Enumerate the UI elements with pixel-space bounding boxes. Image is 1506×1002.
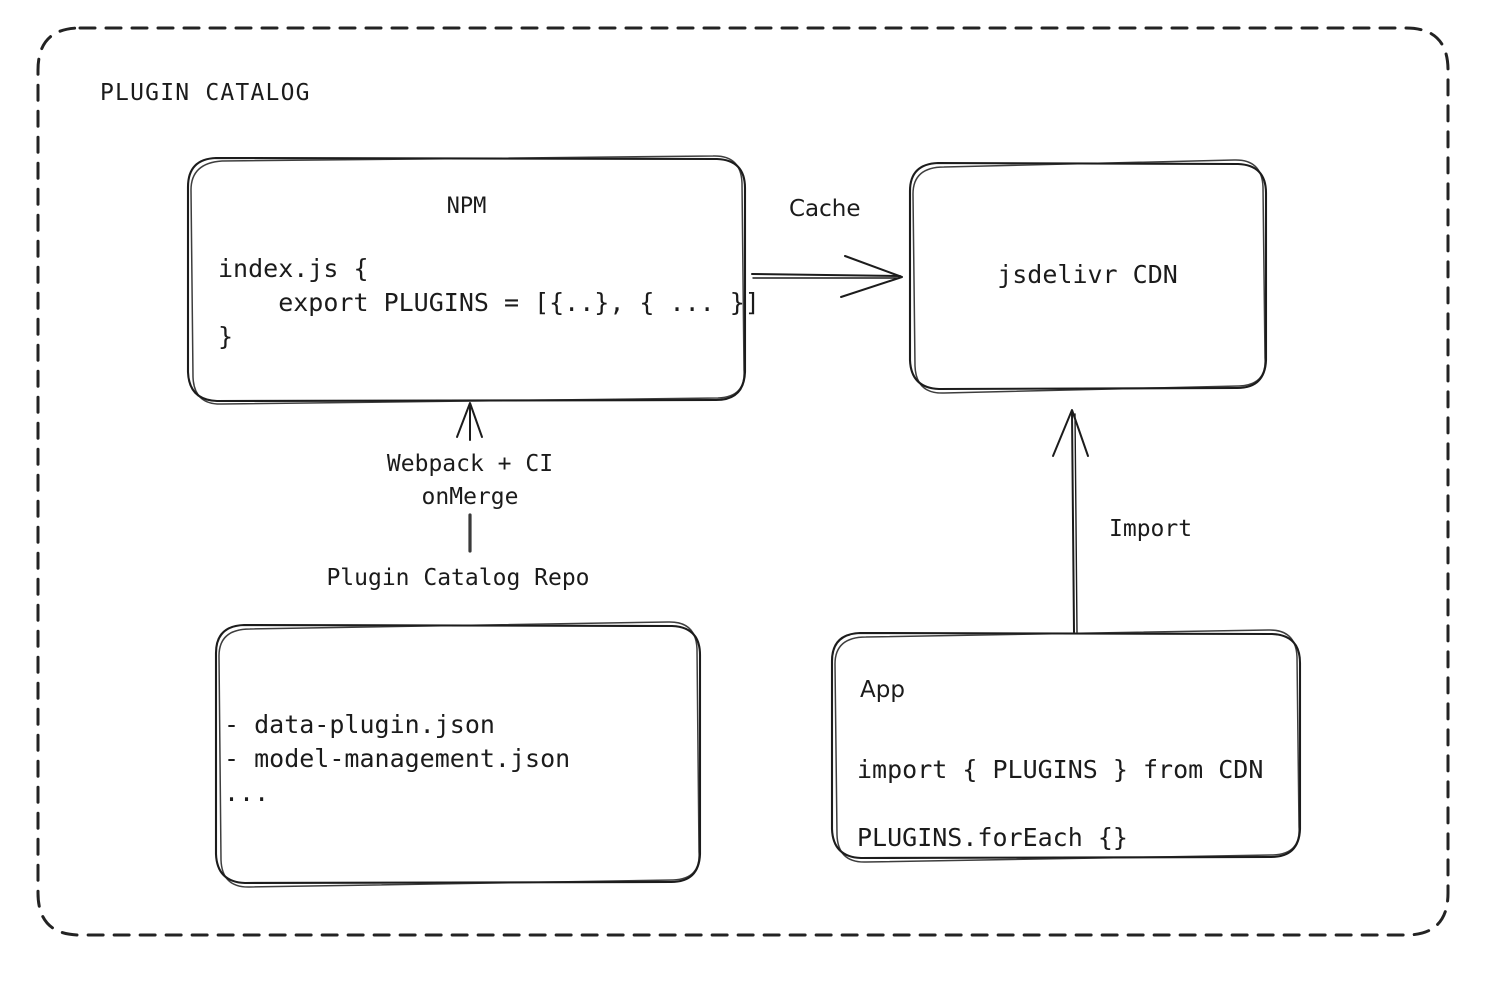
cdn-box	[908, 159, 1268, 394]
frame-title: PLUGIN CATALOG	[100, 80, 311, 106]
cache-edge-label: Cache	[789, 196, 861, 222]
repo-label: Plugin Catalog Repo	[326, 565, 590, 591]
npm-title: NPM	[446, 194, 487, 219]
webpack-edge-label: Webpack + CI onMerge	[386, 451, 554, 510]
npm-code-block: index.js { export PLUGINS = [{..}, { ...…	[218, 254, 760, 351]
cdn-title: jsdelivr CDN	[997, 260, 1178, 289]
app-code-line-2: PLUGINS.forEach {}	[857, 823, 1128, 852]
import-arrow	[1052, 409, 1089, 633]
repo-file-list: - data-plugin.json - model-management.js…	[224, 710, 571, 807]
repo-box	[214, 621, 702, 888]
app-code-block: import { PLUGINS } from CDN PLUGINS.forE…	[857, 736, 1263, 872]
cache-arrow	[751, 255, 903, 298]
app-code-line-1: import { PLUGINS } from CDN	[857, 755, 1264, 784]
npm-box	[186, 155, 747, 405]
app-box	[830, 629, 1302, 863]
app-title: App	[860, 677, 905, 703]
webpack-arrow	[456, 402, 483, 553]
import-edge-label: Import	[1109, 516, 1193, 542]
